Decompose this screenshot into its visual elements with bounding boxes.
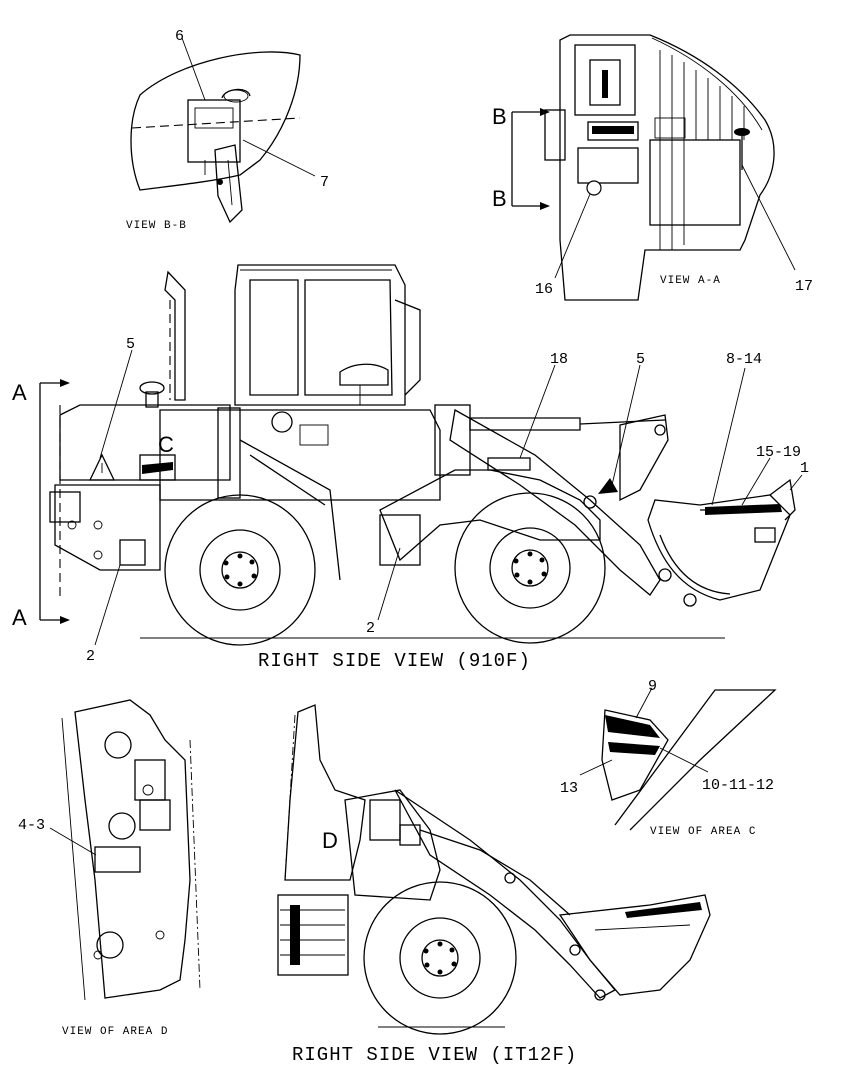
section-mark-b-top: B — [492, 104, 507, 129]
callout-17: 17 — [795, 278, 813, 295]
view-aa-detail — [511, 34, 796, 301]
view-bb-detail — [130, 37, 316, 224]
view-area-c-caption: VIEW OF AREA C — [650, 826, 756, 838]
view-bb-caption: VIEW B-B — [126, 220, 187, 232]
callout-8-14: 8-14 — [726, 351, 762, 368]
section-mark-a-bottom: A — [12, 605, 27, 630]
callout-9: 9 — [648, 678, 657, 695]
area-mark-d: D — [322, 828, 338, 853]
callout-10-11-12: 10-11-12 — [702, 777, 774, 794]
section-mark-a-top: A — [12, 380, 27, 405]
callout-5-left: 5 — [126, 336, 135, 353]
callout-6: 6 — [175, 28, 184, 45]
callout-2-left: 2 — [86, 648, 95, 665]
callout-1: 1 — [800, 460, 809, 477]
view-area-d-detail — [49, 699, 201, 1001]
area-mark-c: C — [158, 432, 174, 457]
callout-2-mid: 2 — [366, 620, 375, 637]
view-aa-caption: VIEW A-A — [660, 275, 721, 287]
right-side-view-910f-caption: RIGHT SIDE VIEW (910F) — [258, 650, 531, 672]
callout-15-19: 15-19 — [756, 444, 801, 461]
right-side-view-it12f-caption: RIGHT SIDE VIEW (IT12F) — [292, 1044, 577, 1066]
section-mark-b-bottom: B — [492, 186, 507, 211]
callout-16: 16 — [535, 281, 553, 298]
view-area-d-caption: VIEW OF AREA D — [62, 1026, 168, 1038]
callout-5-right: 5 — [636, 351, 645, 368]
callout-4-3: 4-3 — [18, 817, 45, 834]
callout-7: 7 — [320, 174, 329, 191]
loader-910f-drawing — [39, 264, 803, 646]
callout-18: 18 — [550, 351, 568, 368]
loader-it12f-drawing — [277, 704, 711, 1035]
callout-13: 13 — [560, 780, 578, 797]
view-area-c-detail — [579, 687, 777, 831]
